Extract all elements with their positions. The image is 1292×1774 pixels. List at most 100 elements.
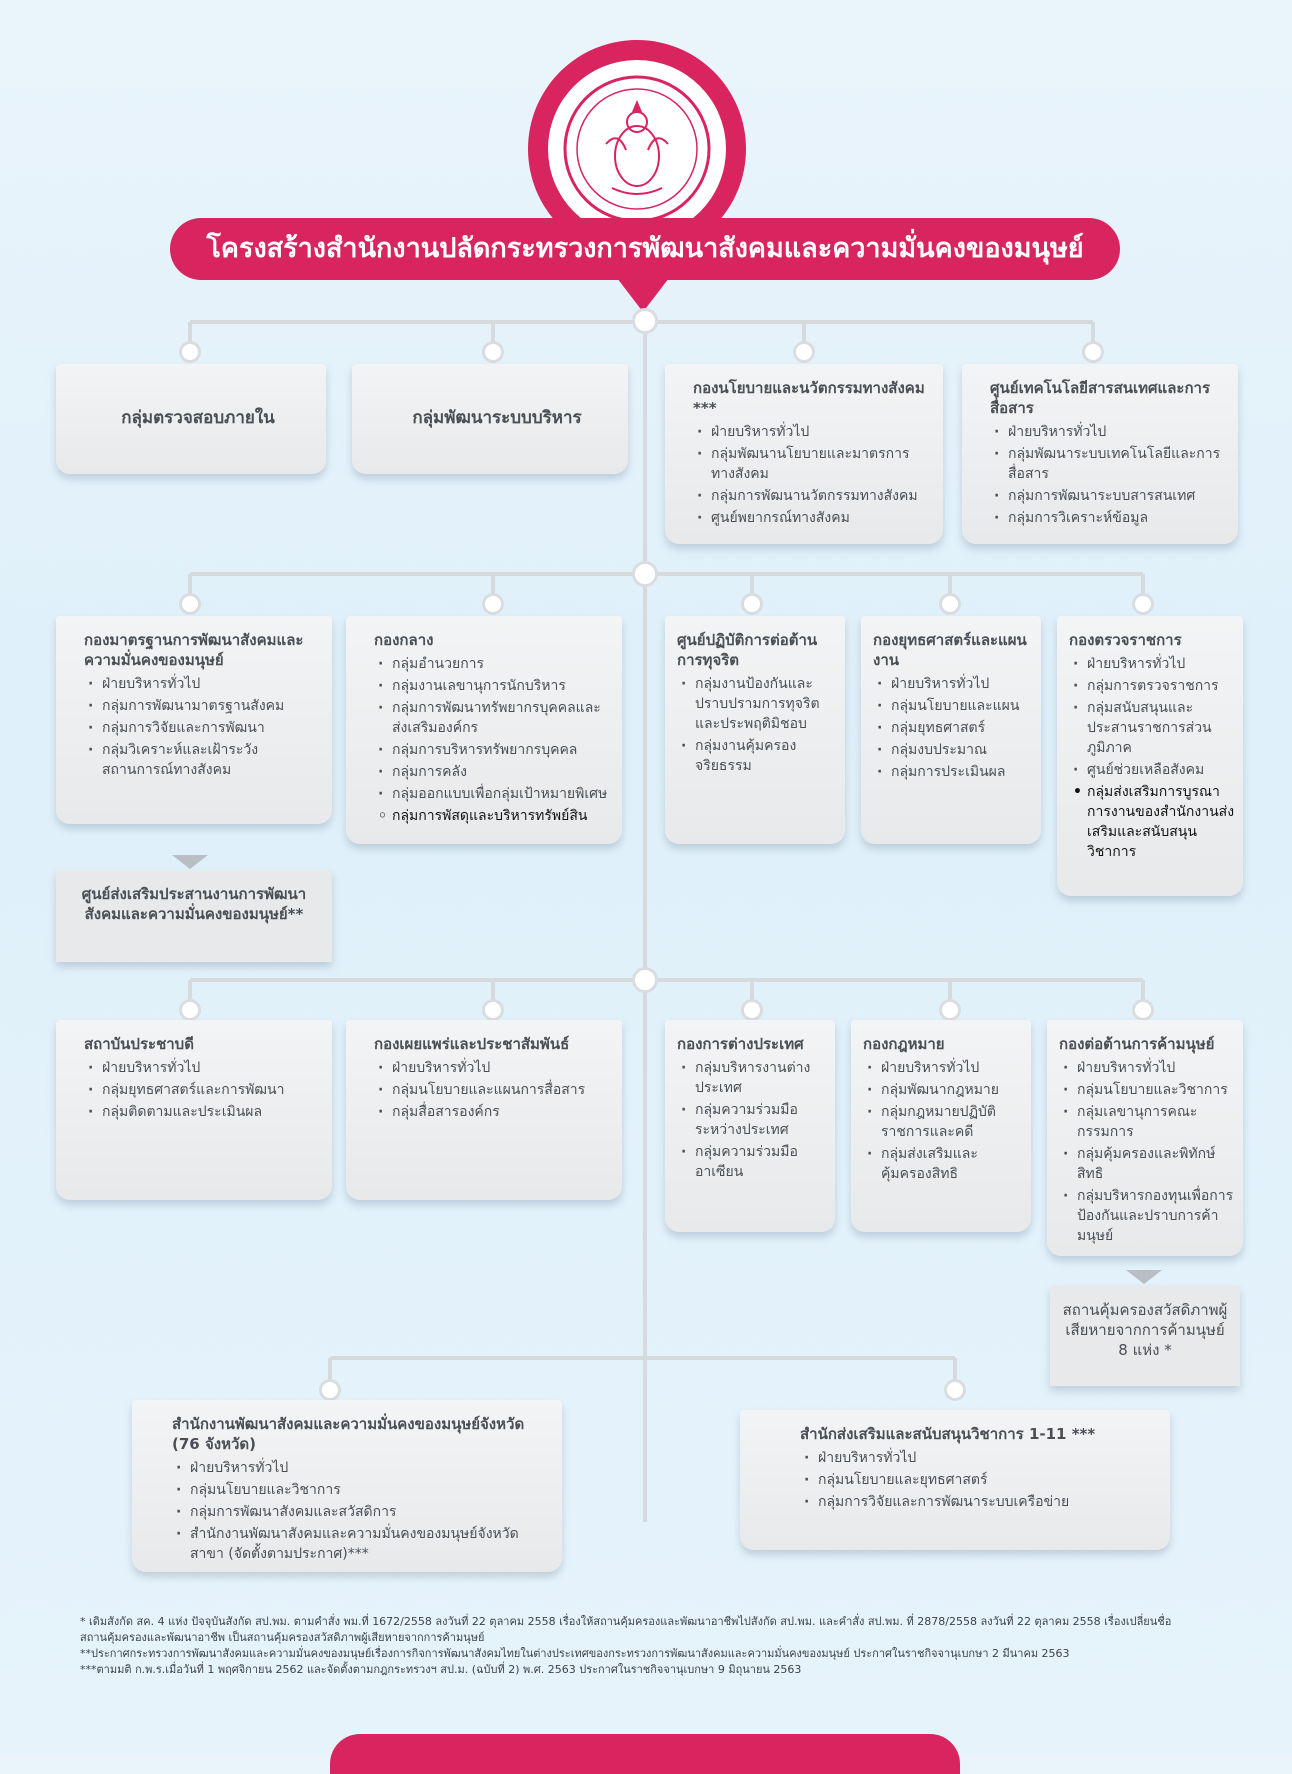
list-item: กลุ่มการคลัง (378, 762, 608, 782)
unit-title: กองยุทธศาสตร์และแผนงาน (873, 631, 1027, 669)
list-item: กลุ่มการพัฒนาระบบสารสนเทศ (994, 486, 1224, 506)
unit-box-policy-innovation: กองนโยบายและนวัตกรรมทางสังคม *** ฝ่ายบริ… (665, 364, 943, 544)
list-item: กลุ่มเลขานุการคณะกรรมการ (1063, 1102, 1235, 1142)
junction-dot (319, 1379, 341, 1401)
junction-dot (741, 999, 763, 1021)
unit-box-central-division: กองกลาง กลุ่มอำนวยการ กลุ่มงานเลขานุการน… (346, 616, 622, 844)
unit-box-foreign-affairs: กองการต่างประเทศ กลุ่มบริหารงานต่างประเท… (665, 1020, 835, 1232)
list-item: กลุ่มสื่อสารองค์กร (378, 1102, 608, 1122)
unit-box-provincial-offices: สำนักงานพัฒนาสังคมและความมั่นคงของมนุษย์… (132, 1400, 562, 1572)
list-item: กลุ่มการตรวจราชการ (1073, 676, 1235, 696)
unit-box-public-relations: กองเผยแพร่และประชาสัมพันธ์ ฝ่ายบริหารทั่… (346, 1020, 622, 1200)
list-item: กลุ่มติดตามและประเมินผล (88, 1102, 318, 1122)
list-item: กลุ่มสนับสนุนและประสานราชการส่วนภูมิภาค (1073, 698, 1235, 758)
unit-title: สำนักงานพัฒนาสังคมและความมั่นคงของมนุษย์… (172, 1415, 525, 1453)
list-item: ฝ่ายบริหารทั่วไป (88, 1058, 318, 1078)
list-item: กลุ่มอำนวยการ (378, 654, 608, 674)
unit-title: ศูนย์เทคโนโลยีสารสนเทศและการสื่อสาร (990, 379, 1211, 417)
list-item: กลุ่มบริหารงานต่างประเทศ (681, 1058, 827, 1098)
junction-dot (939, 593, 961, 615)
list-item: กลุ่มพัฒนากฎหมาย (867, 1080, 1023, 1100)
list-item: กลุ่มนโยบายและแผน (877, 696, 1033, 716)
unit-title: กองกลาง (374, 631, 434, 649)
list-item: ฝ่ายบริหารทั่วไป (877, 674, 1033, 694)
unit-item-list: ฝ่ายบริหารทั่วไป กลุ่มยุทธศาสตร์และการพั… (84, 1058, 318, 1122)
footnote: ***ตามมติ ก.พ.ร.เมื่อวันที่ 1 พฤศจิกายน … (80, 1663, 802, 1676)
unit-box-victim-shelters: สถานคุ้มครองสวัสดิภาพผู้เสียหายจากการค้า… (1050, 1286, 1240, 1386)
list-item: ฝ่ายบริหารทั่วไป (88, 674, 318, 694)
unit-box-internal-audit: กลุ่มตรวจสอบภายใน (56, 364, 326, 474)
department-seal (548, 60, 726, 238)
list-item: กลุ่มงบประมาณ (877, 740, 1033, 760)
list-item: กลุ่มส่งเสริมและคุ้มครองสิทธิ (867, 1144, 1023, 1184)
list-item: กลุ่มกฎหมายปฏิบัติราชการและคดี (867, 1102, 1023, 1142)
unit-item-list: ฝ่ายบริหารทั่วไป กลุ่มการพัฒนามาตรฐานสัง… (84, 674, 318, 780)
junction-dot (1132, 999, 1154, 1021)
list-item: กลุ่มยุทธศาสตร์และการพัฒนา (88, 1080, 318, 1100)
list-item: ฝ่ายบริหารทั่วไป (176, 1458, 548, 1478)
list-item: ฝ่ายบริหารทั่วไป (994, 422, 1224, 442)
page-title: โครงสร้างสำนักงานปลัดกระทรวงการพัฒนาสังค… (170, 218, 1120, 280)
junction-dot (1082, 341, 1104, 363)
list-item: ศูนย์พยากรณ์ทางสังคม (697, 508, 929, 528)
list-item: กลุ่มส่งเสริมการบูรณาการงานของสำนักงานส่… (1073, 782, 1235, 862)
list-item: กลุ่มการวิเคราะห์ข้อมูล (994, 508, 1224, 528)
unit-item-list: ฝ่ายบริหารทั่วไป กลุ่มนโยบายและแผนการสื่… (374, 1058, 608, 1122)
list-item: กลุ่มการวิจัยและการพัฒนาระบบเครือข่าย (804, 1492, 1156, 1512)
unit-item-list: ฝ่ายบริหารทั่วไป กลุ่มพัฒนาระบบเทคโนโลยี… (990, 422, 1224, 528)
list-item: ฝ่ายบริหารทั่วไป (697, 422, 929, 442)
unit-box-strategy-planning: กองยุทธศาสตร์และแผนงาน ฝ่ายบริหารทั่วไป … (861, 616, 1041, 844)
list-item: ฝ่ายบริหารทั่วไป (378, 1058, 608, 1078)
junction-dot (741, 593, 763, 615)
junction-dot (179, 593, 201, 615)
list-item: กลุ่มงานคุ้มครองจริยธรรม (681, 736, 837, 776)
list-item: กลุ่มยุทธศาสตร์ (877, 718, 1033, 738)
list-item: ฝ่ายบริหารทั่วไป (1063, 1058, 1235, 1078)
list-item: กลุ่มนโยบายและแผนการสื่อสาร (378, 1080, 608, 1100)
list-item: กลุ่มงานเลขานุการนักบริหาร (378, 676, 608, 696)
list-item: กลุ่มนโยบายและวิชาการ (176, 1480, 548, 1500)
unit-box-anti-corruption: ศูนย์ปฏิบัติการต่อต้านการทุจริต กลุ่มงาน… (665, 616, 845, 844)
unit-box-admin-development: กลุ่มพัฒนาระบบบริหาร (352, 364, 628, 474)
unit-title: สำนักส่งเสริมและสนับสนุนวิชาการ 1-11 *** (800, 1425, 1096, 1443)
list-item: กลุ่มออกแบบเพื่อกลุ่มเป้าหมายพิเศษ (378, 784, 608, 804)
unit-box-social-standards: กองมาตรฐานการพัฒนาสังคมและความมั่นคงของม… (56, 616, 332, 824)
list-item: กลุ่มพัฒนานโยบายและมาตรการทางสังคม (697, 444, 929, 484)
unit-box-ict-center: ศูนย์เทคโนโลยีสารสนเทศและการสื่อสาร ฝ่าย… (962, 364, 1238, 544)
unit-title: กลุ่มตรวจสอบภายใน (121, 408, 275, 428)
unit-title: ศูนย์ปฏิบัติการต่อต้านการทุจริต (677, 631, 818, 669)
unit-item-list: กลุ่มงานป้องกันและปราบปรามการทุจริตและปร… (677, 674, 837, 776)
unit-box-academic-support-offices: สำนักส่งเสริมและสนับสนุนวิชาการ 1-11 ***… (740, 1410, 1170, 1550)
junction-dot (179, 999, 201, 1021)
bottom-banner (330, 1734, 960, 1774)
junction-dot (939, 999, 961, 1021)
junction-dot (179, 341, 201, 363)
list-item: กลุ่มการพัฒนาสังคมและสวัสดิการ (176, 1502, 548, 1522)
unit-box-inspection: กองตรวจราชการ ฝ่ายบริหารทั่วไป กลุ่มการต… (1057, 616, 1243, 896)
list-item: กลุ่มนโยบายและยุทธศาสตร์ (804, 1470, 1156, 1490)
list-item: กลุ่มการประเมินผล (877, 762, 1033, 782)
unit-box-coordination-center: ศูนย์ส่งเสริมประสานงานการพัฒนาสังคมและคว… (56, 870, 332, 962)
list-item: ฝ่ายบริหารทั่วไป (804, 1448, 1156, 1468)
list-item: กลุ่มนโยบายและวิชาการ (1063, 1080, 1235, 1100)
unit-title: กองการต่างประเทศ (677, 1035, 804, 1053)
list-item: ฝ่ายบริหารทั่วไป (1073, 654, 1235, 674)
list-item: กลุ่มการพัฒนามาตรฐานสังคม (88, 696, 318, 716)
seal-emblem-icon (563, 75, 711, 223)
junction-dot (1132, 593, 1154, 615)
list-item: กลุ่มบริหารกองทุนเพื่อการป้องกันและปราบก… (1063, 1186, 1235, 1246)
unit-title: กองตรวจราชการ (1069, 631, 1182, 649)
down-arrow-icon (1126, 1270, 1162, 1284)
unit-item-list: กลุ่มอำนวยการ กลุ่มงานเลขานุการนักบริหาร… (374, 654, 608, 826)
list-item: ศูนย์ช่วยเหลือสังคม (1073, 760, 1235, 780)
unit-box-legal-division: กองกฎหมาย ฝ่ายบริหารทั่วไป กลุ่มพัฒนากฎห… (851, 1020, 1031, 1232)
list-item: กลุ่มการพัฒนาทรัพยากรบุคคลและส่งเสริมองค… (378, 698, 608, 738)
unit-box-anti-trafficking: กองต่อต้านการค้ามนุษย์ ฝ่ายบริหารทั่วไป … (1047, 1020, 1243, 1256)
unit-item-list: กลุ่มบริหารงานต่างประเทศ กลุ่มความร่วมมื… (677, 1058, 827, 1182)
list-item: กลุ่มคุ้มครองและพิทักษ์สิทธิ (1063, 1144, 1235, 1184)
unit-item-list: ฝ่ายบริหารทั่วไป กลุ่มพัฒนากฎหมาย กลุ่มก… (863, 1058, 1023, 1184)
down-arrow-icon (172, 855, 208, 869)
junction-dot (632, 561, 658, 587)
